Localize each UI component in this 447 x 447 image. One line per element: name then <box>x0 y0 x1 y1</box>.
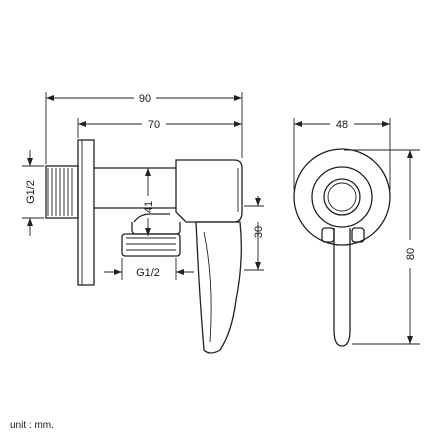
dim-41: 41 <box>143 168 155 236</box>
dim-90-label: 90 <box>139 93 151 105</box>
lever-handle <box>195 221 242 354</box>
dim-80-label: 80 <box>405 248 417 260</box>
inlet-thread <box>45 165 79 219</box>
side-view <box>45 139 243 354</box>
dim-outlet-thread-label: G1/2 <box>136 267 160 279</box>
valve-body <box>175 159 243 223</box>
front-outlet <box>323 178 361 216</box>
dim-inlet-thread: G1/2 <box>22 150 44 236</box>
dim-90: 90 <box>45 92 243 164</box>
dim-41-label: 41 <box>143 201 155 213</box>
front-view <box>293 148 391 347</box>
dim-30-label: 30 <box>253 226 265 238</box>
valve-neck <box>94 167 176 209</box>
dim-48: 48 <box>293 118 391 190</box>
outlet-fitting <box>121 213 181 257</box>
front-lever <box>333 228 351 347</box>
dim-70: 70 <box>77 118 242 138</box>
dim-48-label: 48 <box>336 119 348 131</box>
dim-outlet-thread: G1/2 <box>104 258 194 280</box>
dim-80: 80 <box>344 149 420 345</box>
front-flange <box>293 148 391 246</box>
wall-flange <box>77 139 95 286</box>
unit-label: unit : mm. <box>10 420 54 431</box>
dim-inlet-thread-label: G1/2 <box>25 180 37 204</box>
dim-70-label: 70 <box>148 119 160 131</box>
dim-30: 30 <box>244 196 265 271</box>
